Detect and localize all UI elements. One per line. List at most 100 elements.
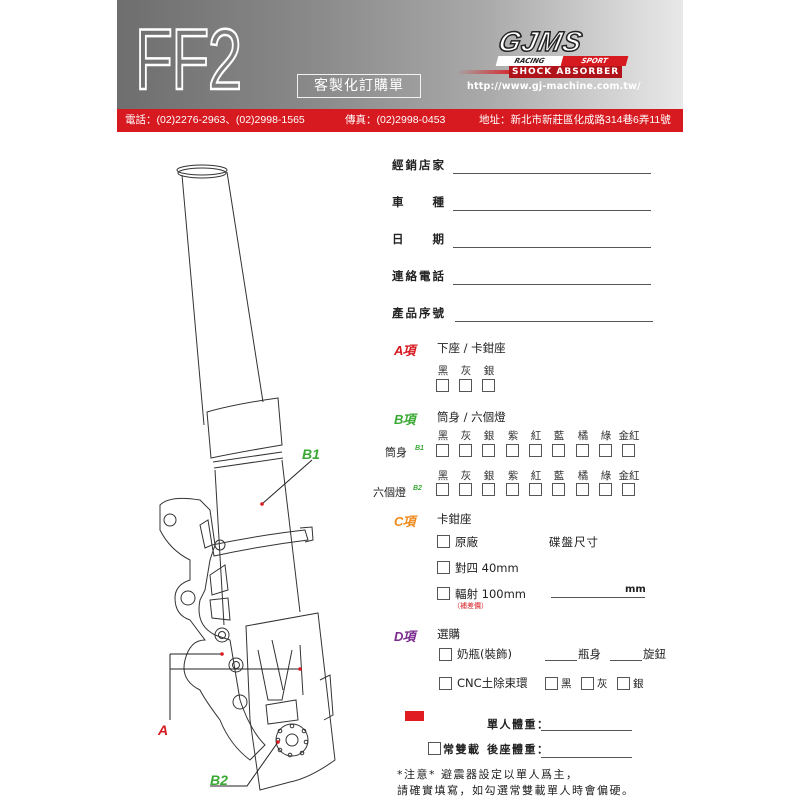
d-bottle-checkbox[interactable] (439, 648, 452, 661)
b2-orange-checkbox[interactable] (576, 483, 589, 496)
d-cnc-ring-checkbox[interactable] (439, 677, 452, 690)
b1-purple-checkbox[interactable] (506, 444, 519, 457)
b2-row-label: 六個燈 (373, 486, 406, 499)
passenger-weight-input[interactable] (541, 757, 632, 758)
b2-red-checkbox[interactable] (529, 483, 542, 496)
b2-color-label: 橘 (577, 470, 589, 482)
b2-green-checkbox[interactable] (599, 483, 612, 496)
b1-blue-checkbox[interactable] (552, 444, 565, 457)
a-black-checkbox[interactable] (436, 379, 449, 392)
section-b-title: 筒身 / 六個燈 (437, 410, 506, 424)
logo-racing-sport-bar: RACING SPORT (495, 56, 629, 66)
b1-color-label: 藍 (553, 430, 565, 442)
dual-riding-label: 常雙載 (443, 743, 481, 756)
bottle-body-input[interactable] (545, 660, 577, 661)
logo-racing: RACING (495, 56, 564, 66)
cnc-gray-checkbox[interactable] (581, 677, 594, 690)
b1-silver-checkbox[interactable] (482, 444, 495, 457)
a-color-label: 灰 (460, 365, 472, 377)
b2-code: B2 (413, 485, 422, 492)
website-url: http://www.gj-machine.com.tw/ (467, 81, 641, 92)
b1-color-label: 綠 (600, 430, 612, 442)
a-gray-checkbox[interactable] (459, 379, 472, 392)
bottle-knob-label: 旋鈕 (643, 647, 666, 661)
a-color-label: 黑 (437, 365, 449, 377)
c-4pot-40mm-label: 對四 40mm (455, 561, 519, 575)
disc-size-label: 碟盤尺寸 (549, 535, 599, 549)
section-d-tag: D項 (394, 629, 415, 644)
phone-text: 電話：(02)2276-2963、(02)2998-1565 (125, 114, 305, 126)
a-silver-checkbox[interactable] (482, 379, 495, 392)
note-line-2: 請確實填寫，如勾選常雙載單人時會偏硬。 (397, 784, 635, 797)
b1-black-checkbox[interactable] (436, 444, 449, 457)
passenger-weight-label: 後座體重： (487, 743, 550, 756)
address-text: 地址：新北市新莊區化成路314巷6弄11號 (479, 114, 671, 126)
b1-gray-checkbox[interactable] (459, 444, 472, 457)
order-form-subtitle: 客製化訂購單 (297, 74, 421, 98)
b1-gold-red-checkbox[interactable] (622, 444, 635, 457)
section-a-title: 下座 / 卡鉗座 (437, 341, 506, 355)
disc-size-input[interactable] (551, 597, 645, 598)
b2-color-label: 藍 (553, 470, 565, 482)
date-label: 日 期 (392, 232, 446, 246)
dual-riding-checkbox[interactable] (428, 742, 441, 755)
c-oem-label: 原廠 (455, 535, 478, 549)
cnc-silver-checkbox[interactable] (617, 677, 630, 690)
dealer-input[interactable] (453, 173, 651, 174)
b1-color-label: 紫 (507, 430, 519, 442)
section-d-title: 選購 (437, 627, 460, 641)
b2-color-label: 綠 (600, 470, 612, 482)
b1-color-label: 橘 (577, 430, 589, 442)
b2-blue-checkbox[interactable] (552, 483, 565, 496)
b2-silver-checkbox[interactable] (482, 483, 495, 496)
b1-orange-checkbox[interactable] (576, 444, 589, 457)
vehicle-model-input[interactable] (453, 210, 651, 211)
surcharge-note: （補差價） (453, 602, 488, 610)
c-oem-checkbox[interactable] (437, 535, 450, 548)
b1-color-label: 灰 (460, 430, 472, 442)
b2-purple-checkbox[interactable] (506, 483, 519, 496)
b2-gray-checkbox[interactable] (459, 483, 472, 496)
b1-green-checkbox[interactable] (599, 444, 612, 457)
gjms-logo: GJMS RACING SPORT SHOCK ABSORBER (455, 25, 667, 96)
section-a-tag: A項 (394, 343, 415, 358)
phone-input[interactable] (453, 284, 651, 285)
section-c-tag: C項 (394, 514, 415, 529)
cnc-silver-label: 銀 (633, 678, 644, 690)
bottle-body-label: 瓶身 (578, 647, 601, 661)
fax-text: 傳真：(02)2998-0453 (345, 114, 446, 126)
cnc-gray-label: 灰 (597, 678, 608, 690)
b2-gold-red-checkbox[interactable] (622, 483, 635, 496)
b1-color-label: 金紅 (618, 430, 640, 442)
logo-sport: SPORT (560, 56, 629, 66)
phone-label: 連絡電話 (392, 269, 446, 283)
b2-color-label: 灰 (460, 470, 472, 482)
callout-b2: B2 (210, 772, 228, 788)
serial-label: 產品序號 (392, 306, 446, 320)
red-marker (405, 711, 424, 721)
b2-black-checkbox[interactable] (436, 483, 449, 496)
date-input[interactable] (453, 247, 651, 248)
a-color-label: 銀 (483, 365, 495, 377)
b1-red-checkbox[interactable] (529, 444, 542, 457)
c-radial-100mm-label: 輻射 100mm (455, 587, 527, 601)
rider-weight-input[interactable] (541, 730, 632, 731)
b1-color-label: 黑 (437, 430, 449, 442)
b2-color-label: 銀 (483, 470, 495, 482)
vehicle-model-label: 車 種 (392, 195, 446, 209)
section-c-title: 卡鉗座 (437, 512, 472, 526)
logo-brand: GJMS (495, 25, 586, 58)
serial-input[interactable] (455, 321, 653, 322)
contact-bar: 電話：(02)2276-2963、(02)2998-1565 傳真：(02)29… (117, 109, 683, 132)
callout-a: A (158, 722, 169, 738)
cnc-black-checkbox[interactable] (545, 677, 558, 690)
callout-b1: B1 (302, 446, 320, 462)
rider-weight-label: 單人體重： (487, 718, 550, 731)
cnc-black-label: 黑 (561, 678, 572, 690)
c-radial-100mm-checkbox[interactable] (437, 587, 450, 600)
b1-color-label: 銀 (483, 430, 495, 442)
b1-row-label: 筒身 (385, 446, 407, 459)
c-4pot-40mm-checkbox[interactable] (437, 561, 450, 574)
bottle-knob-input[interactable] (610, 660, 642, 661)
b2-color-label: 紅 (530, 470, 542, 482)
